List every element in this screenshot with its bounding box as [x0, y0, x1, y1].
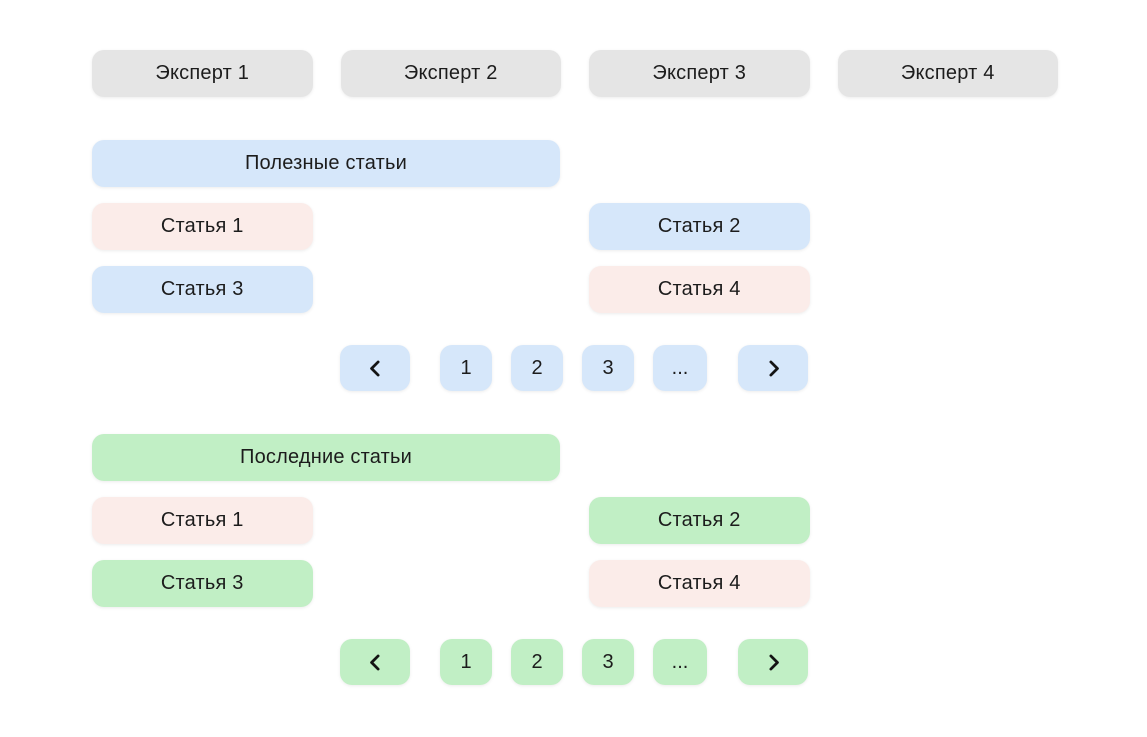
useful-next-page-button[interactable] — [738, 345, 808, 391]
recent-article-3[interactable]: Статья 3 — [92, 560, 313, 607]
useful-article-4[interactable]: Статья 4 — [589, 266, 810, 313]
useful-page-button-2[interactable]: 2 — [511, 345, 563, 391]
recent-article-1[interactable]: Статья 1 — [92, 497, 313, 544]
expert-button-4[interactable]: Эксперт 4 — [837, 50, 1058, 97]
recent-articles-header: Последние статьи — [92, 434, 560, 481]
recent-page-button-3[interactable]: 3 — [582, 639, 634, 685]
expert-button-1[interactable]: Эксперт 1 — [92, 50, 313, 97]
useful-article-2[interactable]: Статья 2 — [589, 203, 810, 250]
expert-button-2[interactable]: Эксперт 2 — [340, 50, 561, 97]
recent-article-4[interactable]: Статья 4 — [589, 560, 810, 607]
useful-article-3[interactable]: Статья 3 — [92, 266, 313, 313]
recent-prev-page-button[interactable] — [340, 639, 410, 685]
expert-button-3[interactable]: Эксперт 3 — [589, 50, 810, 97]
useful-article-1[interactable]: Статья 1 — [92, 203, 313, 250]
recent-page-ellipsis-button[interactable]: ... — [653, 639, 707, 685]
useful-page-button-1[interactable]: 1 — [440, 345, 492, 391]
chevron-right-icon — [768, 360, 779, 376]
useful-pagination: 1 2 3 ... — [340, 345, 808, 391]
useful-articles-row-2: Статья 3 Статья 4 — [92, 266, 1058, 313]
recent-page-button-2[interactable]: 2 — [511, 639, 563, 685]
recent-article-2[interactable]: Статья 2 — [589, 497, 810, 544]
recent-page-button-1[interactable]: 1 — [440, 639, 492, 685]
recent-articles-row-2: Статья 3 Статья 4 — [92, 560, 1058, 607]
recent-pagination: 1 2 3 ... — [340, 639, 808, 685]
useful-page-button-3[interactable]: 3 — [582, 345, 634, 391]
experts-row: Эксперт 1 Эксперт 2 Эксперт 3 Эксперт 4 — [92, 50, 1058, 97]
useful-articles-header: Полезные статьи — [92, 140, 560, 187]
recent-next-page-button[interactable] — [738, 639, 808, 685]
recent-articles-row-1: Статья 1 Статья 2 — [92, 497, 1058, 544]
useful-page-ellipsis-button[interactable]: ... — [653, 345, 707, 391]
chevron-left-icon — [369, 360, 380, 376]
useful-articles-row-1: Статья 1 Статья 2 — [92, 203, 1058, 250]
useful-prev-page-button[interactable] — [340, 345, 410, 391]
chevron-right-icon — [768, 654, 779, 670]
chevron-left-icon — [369, 654, 380, 670]
